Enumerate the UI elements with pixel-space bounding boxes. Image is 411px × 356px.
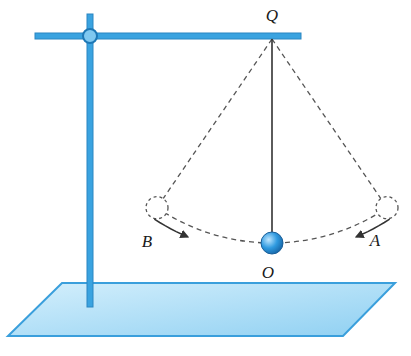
dashed-string <box>272 39 381 199</box>
pendulum-bob <box>261 232 283 254</box>
motion-lines <box>146 39 398 243</box>
bob-position <box>146 197 168 219</box>
dashed-string <box>163 39 272 199</box>
point-label: Q <box>266 7 278 24</box>
cross-bar <box>35 33 301 39</box>
clamp <box>83 29 97 43</box>
bob-position <box>376 197 398 219</box>
string <box>271 39 273 232</box>
point-label: A <box>370 232 380 249</box>
motion-arrow <box>154 219 187 237</box>
point-label: O <box>262 264 274 281</box>
point-label: B <box>142 233 152 250</box>
stand-rod <box>87 14 93 307</box>
base-plate <box>8 283 395 336</box>
